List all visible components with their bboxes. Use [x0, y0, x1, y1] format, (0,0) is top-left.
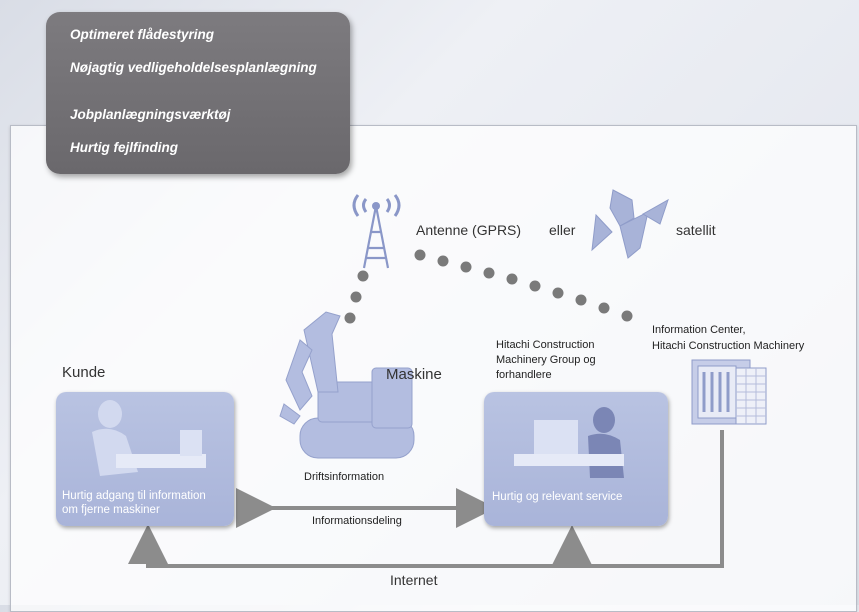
antenna-icon	[352, 194, 401, 269]
person-at-computer-icon	[514, 407, 624, 478]
person-at-desk-icon	[92, 400, 206, 476]
info-sharing-label: Informationsdeling	[312, 515, 402, 527]
internet-label: Internet	[390, 572, 438, 588]
feature-list-box: Optimeret flådestyring Nøjagtig vedligeh…	[46, 12, 350, 174]
dealer-card: Hurtig og relevant service	[484, 392, 668, 526]
customer-label: Kunde	[62, 364, 106, 381]
dealer-label-line3: forhandlere	[496, 369, 552, 381]
satellite-icon	[591, 189, 669, 259]
info-center-icon	[691, 359, 767, 425]
or-label: eller	[549, 222, 576, 238]
machine-label: Maskine	[386, 366, 442, 383]
customer-card-text-line1: Hurtig adgang til information	[62, 490, 206, 502]
feature-item: Nøjagtig vedligeholdelsesplanlægning	[70, 60, 317, 75]
info-center-label-line2: Hitachi Construction Machinery	[652, 340, 805, 352]
internet-connector	[128, 430, 724, 568]
customer-card: Hurtig adgang til information om fjerne …	[56, 392, 234, 526]
feature-item: Optimeret flådestyring	[70, 27, 215, 42]
dealer-label-line2: Machinery Group og	[496, 354, 596, 366]
machine-caption: Driftsinformation	[304, 471, 385, 483]
signal-dots	[344, 249, 633, 324]
dealer-label-line1: Hitachi Construction	[496, 339, 595, 351]
satellite-label: satellit	[676, 222, 716, 238]
feature-item: Jobplanlægningsværktøj	[70, 107, 231, 122]
antenna-label: Antenne (GPRS)	[416, 222, 522, 238]
excavator-icon	[279, 311, 415, 459]
info-center-label-line1: Information Center,	[652, 324, 746, 336]
feature-item: Hurtig fejlfinding	[70, 140, 178, 155]
dealer-card-text: Hurtig og relevant service	[492, 491, 623, 503]
customer-card-text-line2: om fjerne maskiner	[62, 504, 160, 516]
